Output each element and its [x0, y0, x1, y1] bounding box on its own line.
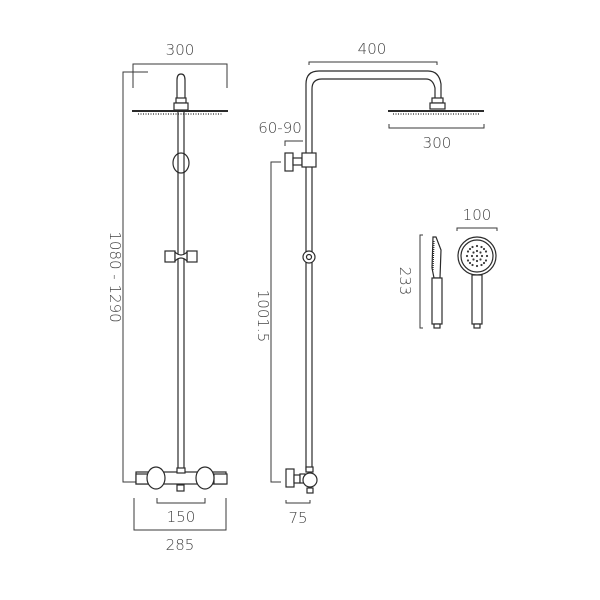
front-overall-height-dimension: 1080 - 1290 [106, 71, 148, 483]
front-head-width-dimension: 300 [132, 41, 228, 88]
handset-view: 233 100 [396, 206, 498, 329]
front-shower-arm [173, 73, 189, 111]
front-handset-slider [164, 250, 198, 263]
front-valve-width-dimension: 285 [133, 498, 227, 554]
front-valve-centres-label: 150 [167, 508, 196, 526]
handset-head-diameter-dimension: 100 [456, 206, 498, 231]
handset-front [457, 236, 497, 329]
side-arm-projection-label: 400 [358, 40, 387, 58]
front-thermostatic-valve [135, 466, 228, 492]
front-valve-width-label: 285 [166, 536, 195, 554]
front-head-width-label: 300 [166, 41, 195, 59]
side-valve-depth-dimension: 75 [285, 500, 311, 527]
side-head-width-dimension: 300 [388, 124, 485, 152]
side-upper-wall-bracket [284, 152, 317, 172]
front-shower-head [132, 110, 228, 115]
side-riser-height-dimension: 1001.5 [254, 161, 281, 483]
side-bracket-offset-label: 60-90 [258, 119, 302, 137]
front-view: 300 1080 - 1290 [106, 41, 228, 554]
side-valve-depth-label: 75 [288, 509, 307, 527]
side-shower-head [388, 110, 484, 115]
side-view: 400 300 60-90 [254, 40, 485, 527]
side-head-width-label: 300 [423, 134, 452, 152]
front-valve-centres-dimension: 150 [156, 498, 206, 526]
side-bracket-offset-dimension: 60-90 [258, 119, 303, 146]
handset-side-profile [431, 236, 443, 329]
side-thermostatic-valve [285, 466, 318, 494]
side-handset-slider [302, 250, 316, 264]
front-overall-height-label: 1080 - 1290 [106, 231, 124, 322]
handset-head-diameter-label: 100 [463, 206, 492, 224]
handset-spray-nozzles [465, 244, 489, 268]
handset-length-label: 233 [396, 267, 414, 296]
handset-length-dimension: 233 [396, 234, 423, 329]
front-rail-knuckle [172, 152, 190, 174]
side-riser-and-arm [305, 70, 446, 470]
side-arm-projection-dimension: 400 [308, 40, 438, 65]
side-riser-height-label: 1001.5 [254, 290, 272, 343]
